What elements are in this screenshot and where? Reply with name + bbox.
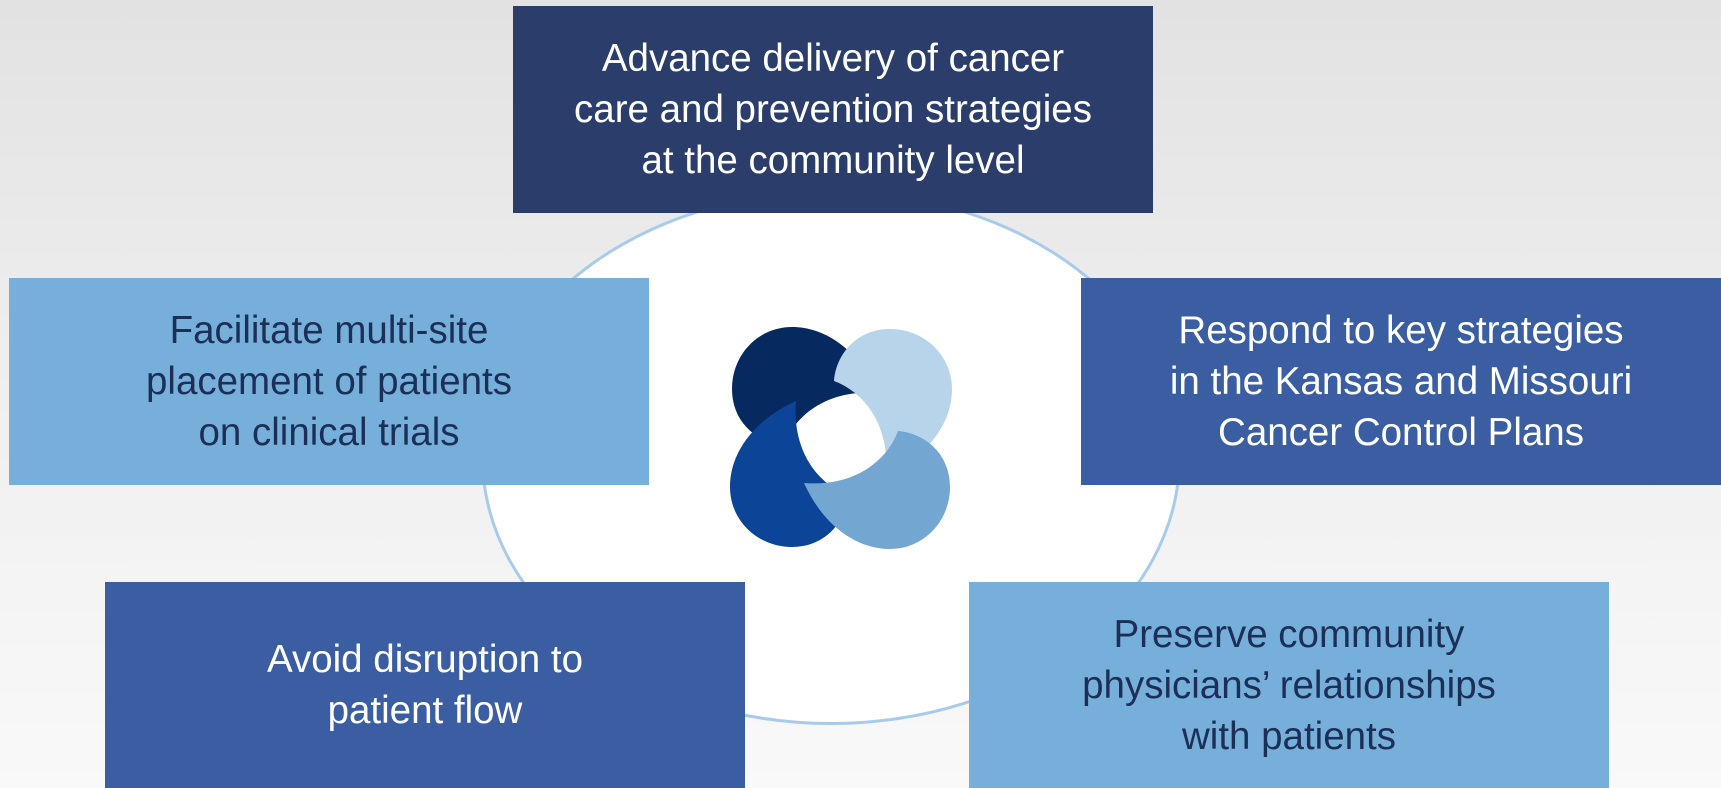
logo-petal-bottom-left (730, 401, 848, 547)
goal-box-bottom-right: Preserve community physicians’ relations… (969, 582, 1609, 788)
goal-text-line: patient flow (327, 689, 523, 732)
goal-text-line: Advance delivery of cancer (601, 37, 1065, 80)
goal-text-line: on clinical trials (198, 411, 460, 454)
goal-box-bottom-left: Avoid disruption to patient flow (105, 582, 745, 788)
logo-petal-top-right (834, 329, 952, 475)
logo-petal-bottom-right (804, 431, 950, 549)
goal-text-line: Respond to key strategies (1178, 309, 1624, 352)
goal-text-line: in the Kansas and Missouri (1169, 360, 1633, 403)
goal-text-line: Preserve community (1113, 612, 1465, 656)
center-logo (728, 325, 954, 551)
goal-box-top: Advance delivery of cancer care and prev… (513, 6, 1153, 213)
goal-text-line: at the community level (641, 139, 1025, 182)
goal-box-left: Facilitate multi-site placement of patie… (9, 278, 649, 485)
goal-text-line: Facilitate multi-site (169, 309, 489, 352)
goal-text-line: with patients (1181, 714, 1396, 758)
goal-text-line: care and prevention strategies (574, 88, 1092, 131)
goal-text-line: Avoid disruption to (266, 638, 584, 681)
four-petal-logo-icon (730, 327, 952, 549)
goal-box-right: Respond to key strategies in the Kansas … (1081, 278, 1721, 485)
logo-petal-top-left (732, 327, 878, 445)
goal-text-line: physicians’ relationships (1082, 663, 1496, 707)
goal-text-line: placement of patients (146, 360, 512, 403)
goal-text-line: Cancer Control Plans (1218, 411, 1584, 454)
